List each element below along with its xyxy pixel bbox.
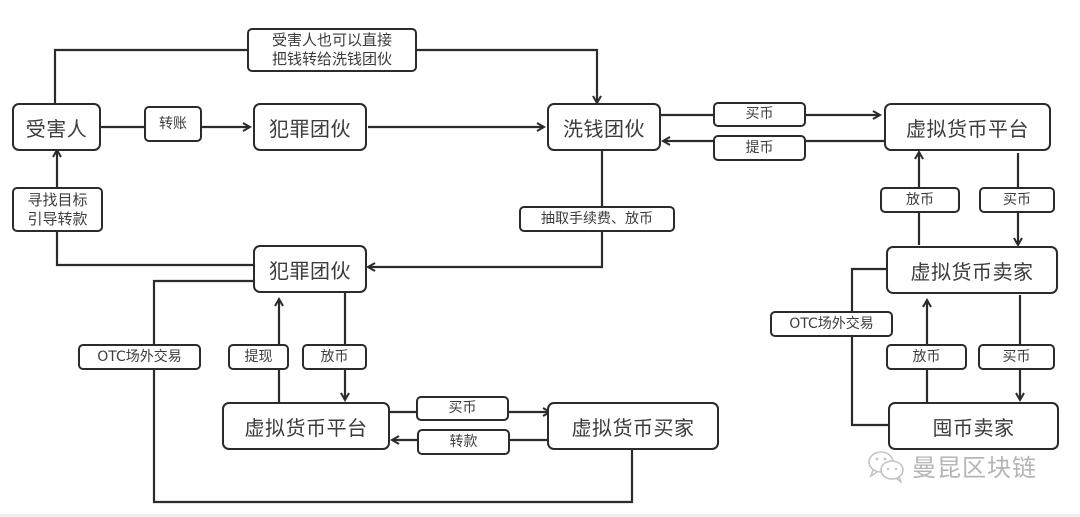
node-victim-label: 受害人 (25, 116, 88, 141)
node-launder-gang-label: 洗钱团伙 (563, 116, 645, 141)
node-victim: 受害人 (12, 103, 101, 151)
label-transfer-victim-text: 转账 (159, 115, 187, 132)
label-direct-transfer-text: 受害人也可以直接 把钱转给洗钱团伙 (271, 31, 392, 68)
label-otc-right: OTC场外交易 (770, 311, 893, 337)
label-cash-out: 提现 (228, 344, 289, 370)
watermark: 曼昆区块链 (866, 448, 1037, 483)
label-find-target: 寻找目标 引导转款 (12, 187, 103, 232)
node-hoard-seller-label: 囤币卖家 (932, 415, 1015, 440)
node-crime-gang-top: 犯罪团伙 (253, 103, 367, 151)
node-vc-platform-right: 虚拟货币平台 (884, 103, 1051, 151)
label-release-coin-bottom: 放币 (302, 344, 367, 370)
label-cash-out-text: 提现 (244, 348, 273, 365)
label-buy-coin-top: 买币 (713, 102, 806, 127)
label-transfer-bottom-text: 转款 (449, 433, 478, 450)
label-transfer-bottom: 转款 (417, 429, 510, 455)
label-buy-coin-top-text: 买币 (745, 106, 774, 122)
watermark-text: 曼昆区块链 (912, 454, 1037, 482)
label-buy-coin-right: 买币 (979, 187, 1055, 213)
label-buy-coin-right-text: 买币 (1003, 191, 1031, 208)
label-release-coin-right-text: 放币 (906, 191, 934, 208)
node-vc-seller: 虚拟货币卖家 (886, 246, 1058, 294)
edge-launder-to-crime-gang-bottom (368, 150, 604, 267)
label-release-coin-bottom-text: 放币 (320, 348, 349, 365)
label-otc-right-text: OTC场外交易 (789, 315, 874, 332)
node-vc-platform-right-label: 虚拟货币平台 (906, 116, 1029, 141)
node-vc-buyer-label: 虚拟货币买家 (571, 415, 695, 440)
label-release-coin-right: 放币 (880, 187, 960, 213)
label-buy-coin-bottom-text: 买币 (448, 400, 477, 416)
label-otc-left: OTC场外交易 (78, 344, 201, 370)
label-otc-left-text: OTC场外交易 (97, 348, 182, 365)
label-release-coin-hoard: 放币 (886, 344, 967, 370)
label-buy-coin-bottom: 买币 (416, 396, 509, 421)
label-direct-transfer: 受害人也可以直接 把钱转给洗钱团伙 (247, 28, 417, 72)
node-crime-gang-top-label: 犯罪团伙 (269, 116, 351, 141)
label-release-coin-hoard-text: 放币 (912, 348, 941, 365)
label-commission: 抽取手续费、放币 (519, 206, 675, 232)
node-vc-platform-bottom-label: 虚拟货币平台 (244, 415, 368, 440)
edge-crime-gang-buyer-otc (152, 279, 634, 504)
label-withdraw-coin-text: 提币 (745, 139, 774, 156)
node-vc-buyer: 虚拟货币买家 (547, 402, 719, 450)
node-crime-gang-bottom: 犯罪团伙 (253, 245, 367, 293)
label-buy-coin-hoard: 买币 (978, 344, 1055, 370)
node-launder-gang: 洗钱团伙 (547, 103, 661, 151)
label-find-target-text: 寻找目标 引导转款 (27, 190, 88, 228)
label-transfer-victim: 转账 (144, 106, 202, 142)
wechat-icon (868, 450, 904, 483)
bottom-border (0, 514, 1080, 517)
label-commission-text: 抽取手续费、放币 (541, 210, 653, 227)
node-vc-platform-bottom: 虚拟货币平台 (222, 402, 390, 450)
node-crime-gang-bottom-label: 犯罪团伙 (269, 258, 351, 283)
edge-seller-hoard-otc (850, 267, 889, 427)
label-buy-coin-hoard-text: 买币 (1002, 348, 1031, 365)
node-hoard-seller: 囤币卖家 (888, 402, 1059, 450)
node-vc-seller-label: 虚拟货币卖家 (910, 259, 1034, 284)
label-withdraw-coin: 提币 (713, 135, 806, 161)
